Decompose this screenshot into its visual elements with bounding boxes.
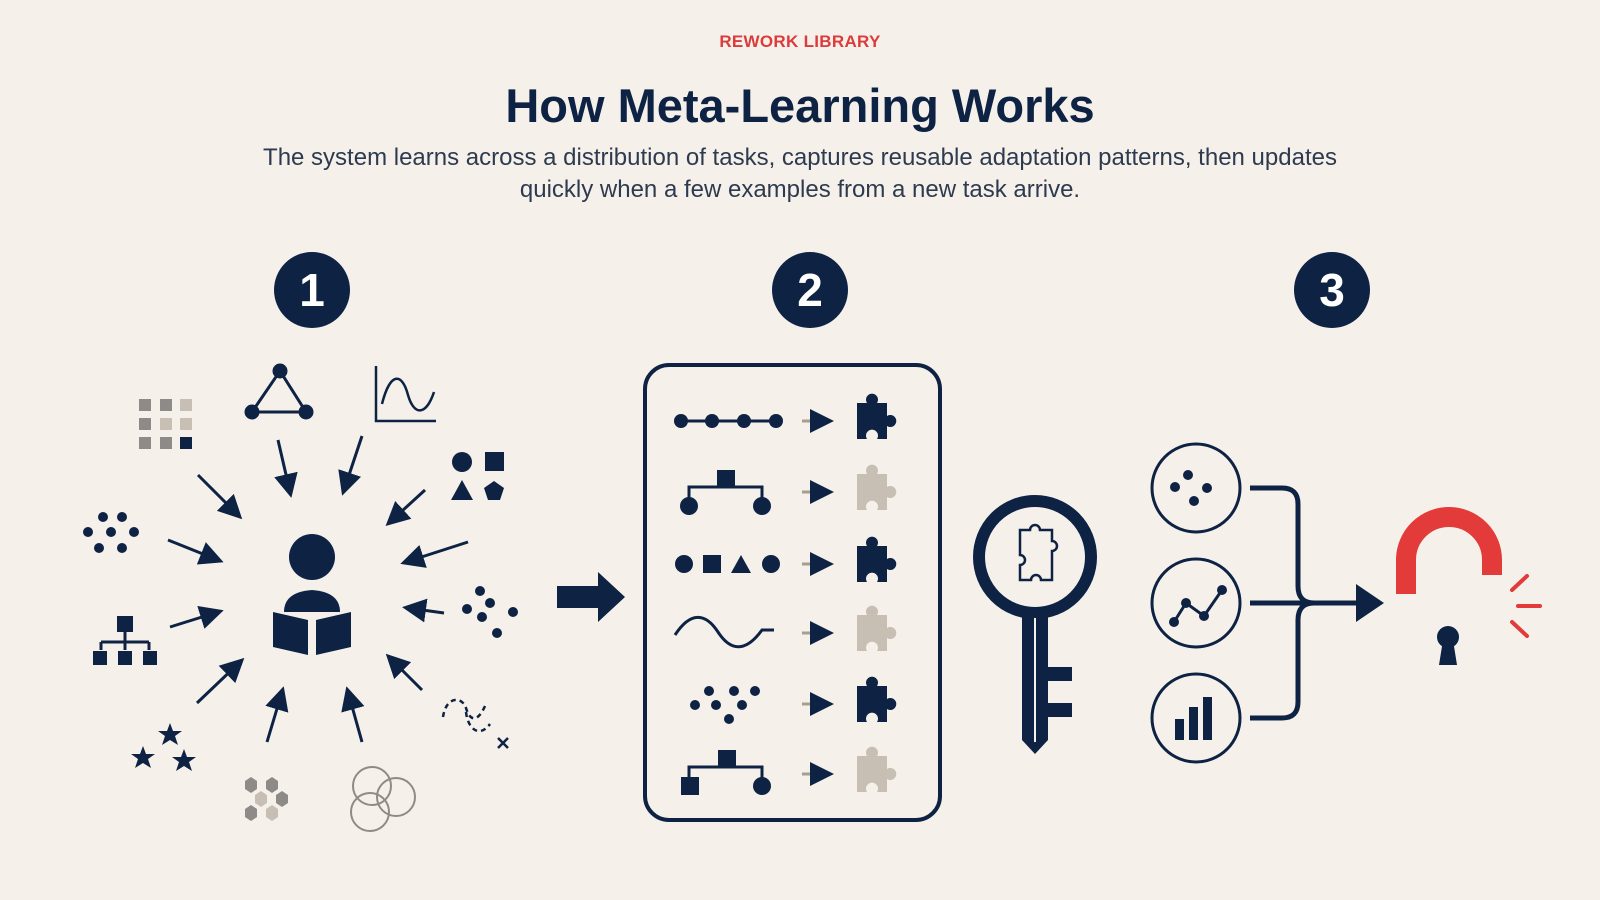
pattern-row-4 — [673, 605, 897, 651]
few-examples-icon — [1150, 442, 1242, 534]
step-3-badge: 3 — [1294, 252, 1370, 328]
step-1-number: 1 — [299, 264, 325, 316]
page-title: How Meta-Learning Works — [505, 79, 1095, 132]
bar-chart-icon — [1150, 672, 1242, 764]
wave-chart-icon — [374, 366, 436, 423]
flow-arrow-1-to-2 — [557, 572, 625, 622]
learner-reading-icon — [273, 534, 351, 655]
step-2-number: 2 — [797, 264, 823, 316]
dots-cluster-icon — [83, 512, 139, 553]
pattern-row-5 — [690, 676, 897, 724]
overlapping-circles-icon — [350, 766, 416, 832]
step-1-task-distribution — [83, 363, 518, 832]
step-2-pattern-panel — [643, 363, 942, 822]
step-3-fast-adaptation — [1150, 442, 1542, 764]
step-3-number: 3 — [1319, 264, 1345, 316]
pattern-row-3 — [675, 536, 897, 582]
step-1-badge: 1 — [274, 252, 350, 328]
puzzle-piece-icon — [857, 746, 897, 792]
grid-task-icon — [139, 399, 192, 449]
puzzle-piece-icon — [857, 464, 897, 510]
path-route-icon — [441, 698, 509, 749]
puzzle-piece-icon — [857, 605, 897, 651]
triangle-graph-icon — [244, 363, 314, 420]
puzzle-piece-icon — [857, 393, 897, 439]
merge-arrowhead — [1356, 584, 1384, 622]
pattern-row-2 — [680, 464, 897, 515]
task-arrows — [167, 435, 469, 743]
trend-line-icon — [1150, 557, 1242, 649]
key-puzzle-icon — [973, 495, 1097, 754]
shapes-task-icon — [451, 452, 504, 500]
hexagon-cluster-icon — [245, 777, 288, 821]
pattern-row-1 — [674, 393, 897, 439]
scatter-dots-icon — [462, 586, 518, 638]
stars-icon — [131, 723, 196, 771]
step-2-badge: 2 — [772, 252, 848, 328]
pattern-row-6 — [681, 746, 897, 795]
hierarchy-task-icon — [93, 616, 157, 665]
puzzle-piece-icon — [857, 676, 897, 722]
unlocked-padlock-icon — [1396, 507, 1542, 665]
page-subtitle: The system learns across a distribution … — [263, 144, 1337, 203]
merge-connector — [1250, 485, 1356, 721]
eyebrow-label: REWORK LIBRARY — [719, 32, 881, 51]
puzzle-piece-icon — [857, 536, 897, 582]
